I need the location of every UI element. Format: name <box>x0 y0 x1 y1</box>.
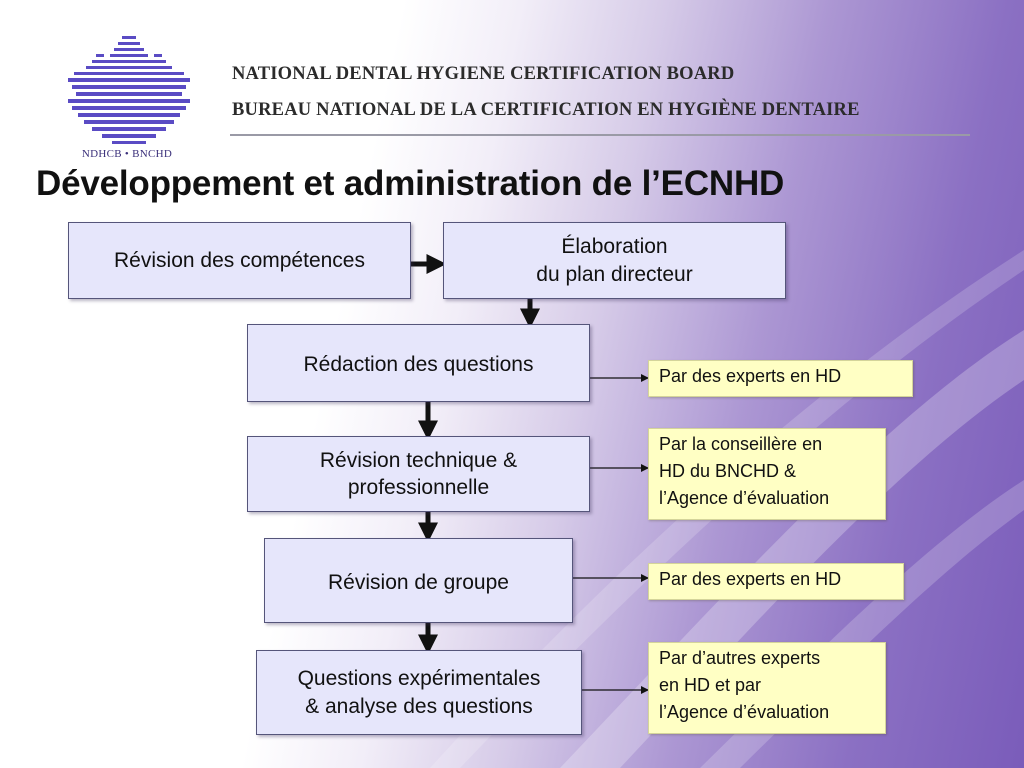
step-label-line: & analyse des questions <box>305 694 533 718</box>
note-groupe: Par des experts en HD <box>648 563 904 600</box>
note-technique: Par la conseillère en HD du BNCHD & l’Ag… <box>648 428 886 520</box>
ndhcb-logo-icon <box>68 36 190 144</box>
step-label: Rédaction des questions <box>303 353 534 376</box>
step-redaction-questions: Rédaction des questions <box>247 324 590 402</box>
org-name-english: NATIONAL DENTAL HYGIENE CERTIFICATION BO… <box>232 64 735 84</box>
step-label-line: professionnelle <box>347 476 490 499</box>
note-text: Par des experts en HD <box>659 569 842 589</box>
step-label: Révision de groupe <box>328 571 509 594</box>
step-label-line: Questions expérimentales <box>297 667 541 691</box>
step-elaboration-plan: Élaboration du plan directeur <box>443 222 786 299</box>
step-label-line: Révision technique & <box>319 448 518 472</box>
note-redaction: Par des experts en HD <box>648 360 913 397</box>
page-title: Développement et administration de l’ECN… <box>36 164 785 203</box>
step-questions-experimentales: Questions expérimentales & analyse des q… <box>256 650 582 735</box>
header-divider <box>230 134 970 136</box>
step-revision-competences: Révision des compétences <box>68 222 411 299</box>
note-line: l’Agence d’évaluation <box>659 702 830 722</box>
note-text: Par des experts en HD <box>659 366 842 386</box>
note-line: Par la conseillère en <box>659 434 823 454</box>
note-line: l’Agence d’évaluation <box>659 488 830 508</box>
step-revision-groupe: Révision de groupe <box>264 538 573 623</box>
step-label-line: du plan directeur <box>536 262 693 286</box>
org-name-french: BUREAU NATIONAL DE LA CERTIFICATION EN H… <box>232 100 860 120</box>
note-line: en HD et par <box>659 675 762 695</box>
step-revision-technique: Révision technique & professionnelle <box>247 436 590 512</box>
note-line: HD du BNCHD & <box>659 461 797 481</box>
logo-caption: NDHCB • BNCHD <box>81 148 173 160</box>
step-label-line: Élaboration <box>561 235 668 259</box>
note-line: Par d’autres experts <box>659 648 821 668</box>
step-label: Révision des compétences <box>114 248 365 272</box>
note-experimentales: Par d’autres experts en HD et par l’Agen… <box>648 642 886 734</box>
